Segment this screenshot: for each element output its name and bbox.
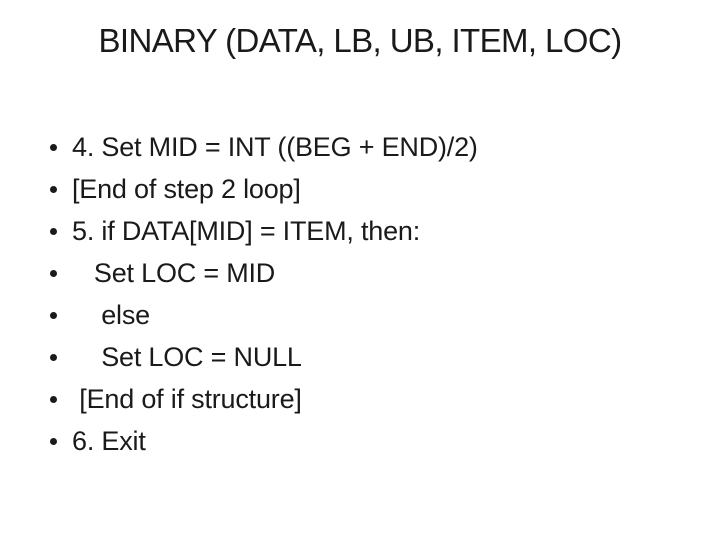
list-item: [End of if structure] xyxy=(50,378,700,420)
bullet-text: 4. Set MID = INT ((BEG + END)/2) xyxy=(72,132,478,162)
page-title: BINARY (DATA, LB, UB, ITEM, LOC) xyxy=(98,22,623,59)
bullet-icon xyxy=(50,143,57,151)
bullet-text: Set LOC = MID xyxy=(72,258,276,288)
bullet-text: [End of step 2 loop] xyxy=(72,174,301,204)
bullet-icon xyxy=(50,311,57,319)
list-item: Set LOC = NULL xyxy=(50,336,700,378)
bullet-icon xyxy=(50,437,57,445)
bullet-icon xyxy=(50,185,57,193)
list-item: [End of step 2 loop] xyxy=(50,168,700,210)
bullet-icon xyxy=(50,269,57,277)
bullet-text: 5. if DATA[MID] = ITEM, then: xyxy=(72,216,421,246)
bullet-text: [End of if structure] xyxy=(72,384,302,414)
bullet-text: else xyxy=(72,300,150,330)
bullet-text: 6. Exit xyxy=(72,426,146,456)
bullet-icon xyxy=(50,227,57,235)
list-item: else xyxy=(50,294,700,336)
bullet-text: Set LOC = NULL xyxy=(72,342,302,372)
bullet-list: 4. Set MID = INT ((BEG + END)/2) [End of… xyxy=(50,126,700,462)
list-item: Set LOC = MID xyxy=(50,252,700,294)
bullet-icon xyxy=(50,395,57,403)
list-item: 5. if DATA[MID] = ITEM, then: xyxy=(50,210,700,252)
bullet-icon xyxy=(50,353,57,361)
list-item: 6. Exit xyxy=(50,420,700,462)
list-item: 4. Set MID = INT ((BEG + END)/2) xyxy=(50,126,700,168)
